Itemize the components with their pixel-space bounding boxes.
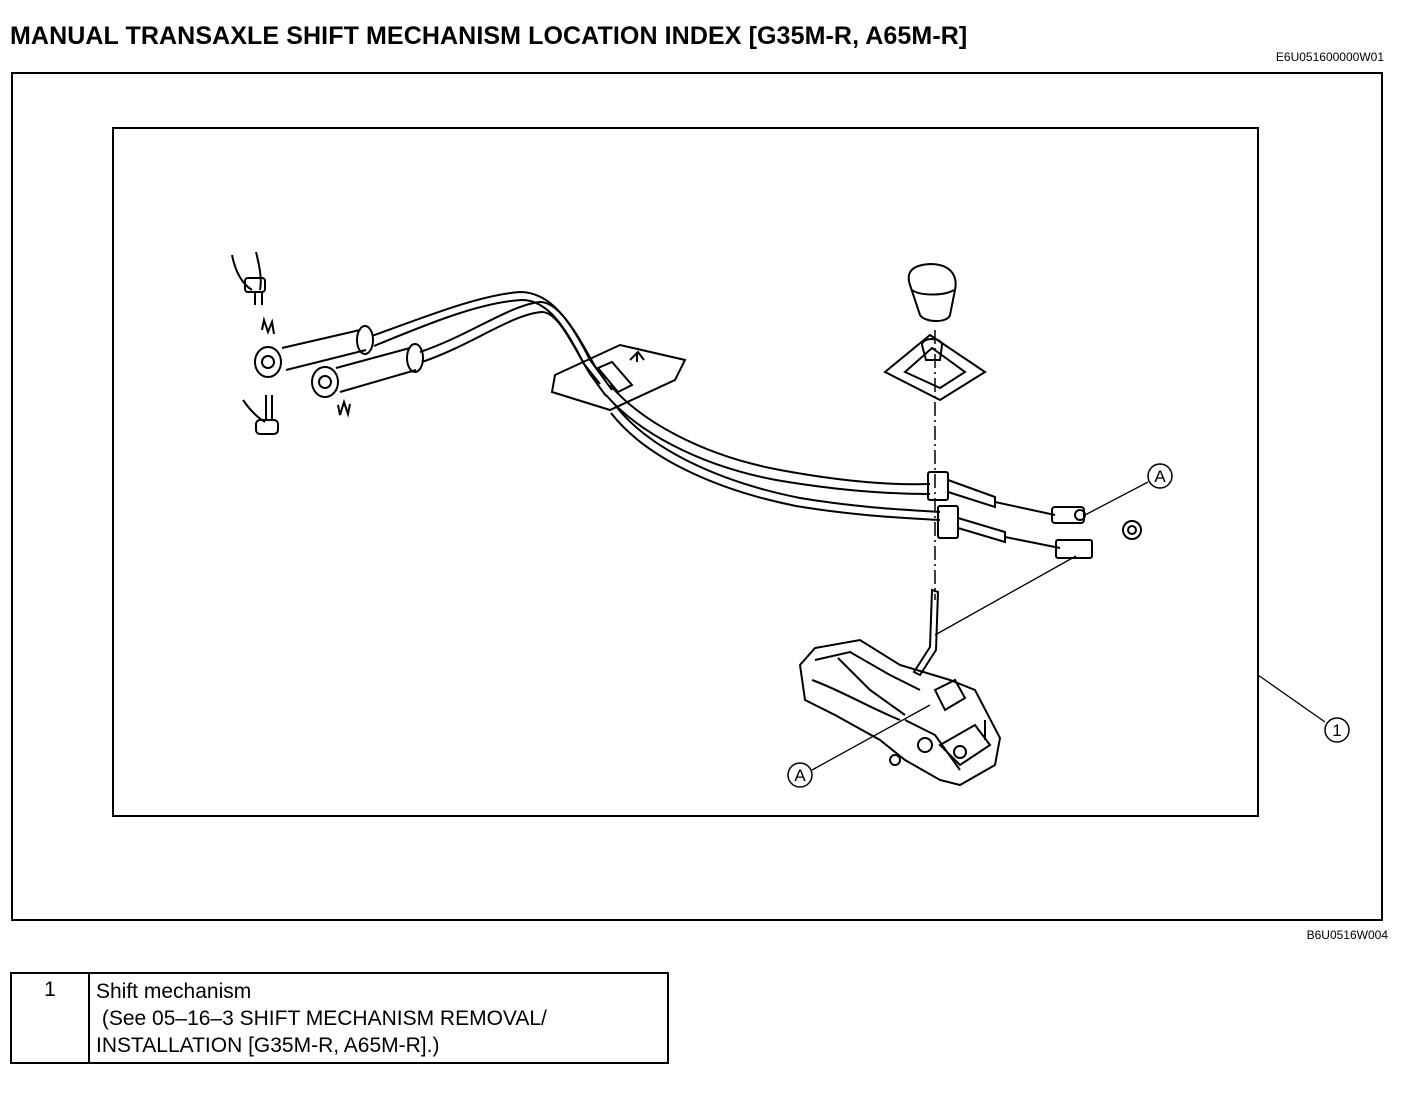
legend-item-name: Shift mechanism <box>96 980 252 1003</box>
legend-item-ref-line1: (See 05–16–3 SHIFT MECHANISM REMOVAL/ <box>96 1007 547 1030</box>
shift-knob-and-boot <box>883 262 987 402</box>
callout-1: 1 <box>1324 717 1350 743</box>
shift-cables <box>281 290 941 521</box>
legend-item-description: Shift mechanism (See 05–16–3 SHIFT MECHA… <box>90 974 667 1062</box>
legend-table: 1 Shift mechanism (See 05–16–3 SHIFT MEC… <box>10 972 669 1064</box>
svg-text:A: A <box>794 766 806 785</box>
cable-bracket <box>550 343 687 412</box>
document-code: E6U051600000W01 <box>1275 50 1384 64</box>
inner-frame <box>112 127 1259 817</box>
legend-item-ref-line2: INSTALLATION [G35M-R, A65M-R].) <box>96 1034 440 1057</box>
callout-a-bottom: A <box>787 762 813 788</box>
leader-lines <box>811 481 1326 771</box>
cable-ends-left <box>231 251 351 435</box>
figure-code: B6U0516W004 <box>1306 928 1388 942</box>
shift-lever-base <box>798 588 1002 787</box>
svg-text:A: A <box>1154 467 1166 486</box>
legend-item-number: 1 <box>12 974 90 1062</box>
cable-end-joints <box>927 471 1142 559</box>
figure-frame <box>11 72 1383 921</box>
callout-a-top: A <box>1147 463 1173 489</box>
svg-text:1: 1 <box>1332 721 1341 740</box>
page-title: MANUAL TRANSAXLE SHIFT MECHANISM LOCATIO… <box>10 22 968 50</box>
